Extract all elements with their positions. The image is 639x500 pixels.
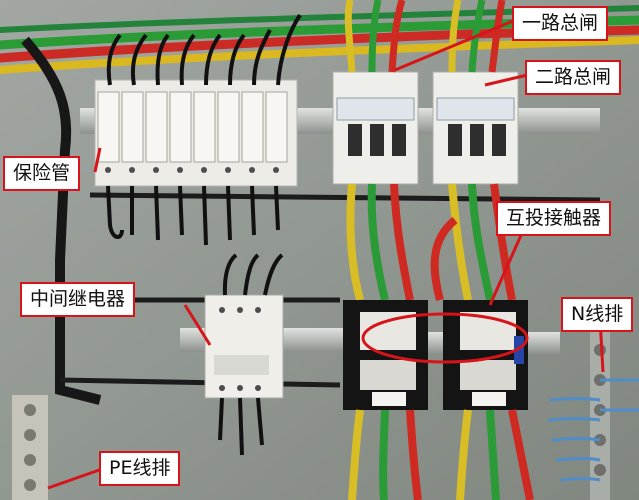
label-intermediate-relay: 中间继电器: [20, 282, 136, 317]
label-line2-breaker: 二路总闸: [525, 60, 622, 95]
label-line1-breaker: 一路总闸: [512, 6, 609, 41]
contactor-bottom-wires: [348, 409, 534, 500]
fuse-bottom-wires: [106, 185, 280, 246]
relay-wires: [218, 253, 284, 456]
fuse-top-wires: [106, 13, 302, 86]
label-interlock-contactor: 互投接触器: [496, 201, 612, 236]
pe-bus-bar: [12, 395, 48, 500]
breaker-top-wires: [344, 0, 506, 73]
n-bus-blue-wires: [547, 378, 639, 482]
label-fuse: 保险管: [3, 156, 81, 191]
label-pe-bar: PE线排: [99, 451, 181, 486]
label-n-bar: N线排: [561, 297, 634, 332]
relay-body: [204, 294, 284, 399]
interlock-highlight: [361, 312, 529, 364]
breaker-line2: [432, 71, 519, 185]
breaker-to-contactor-wires: [346, 183, 516, 302]
fuse-block: [94, 79, 298, 187]
n-bus-bar: [590, 330, 610, 500]
top-cables: [0, 5, 639, 74]
breaker-line1: [332, 71, 419, 185]
